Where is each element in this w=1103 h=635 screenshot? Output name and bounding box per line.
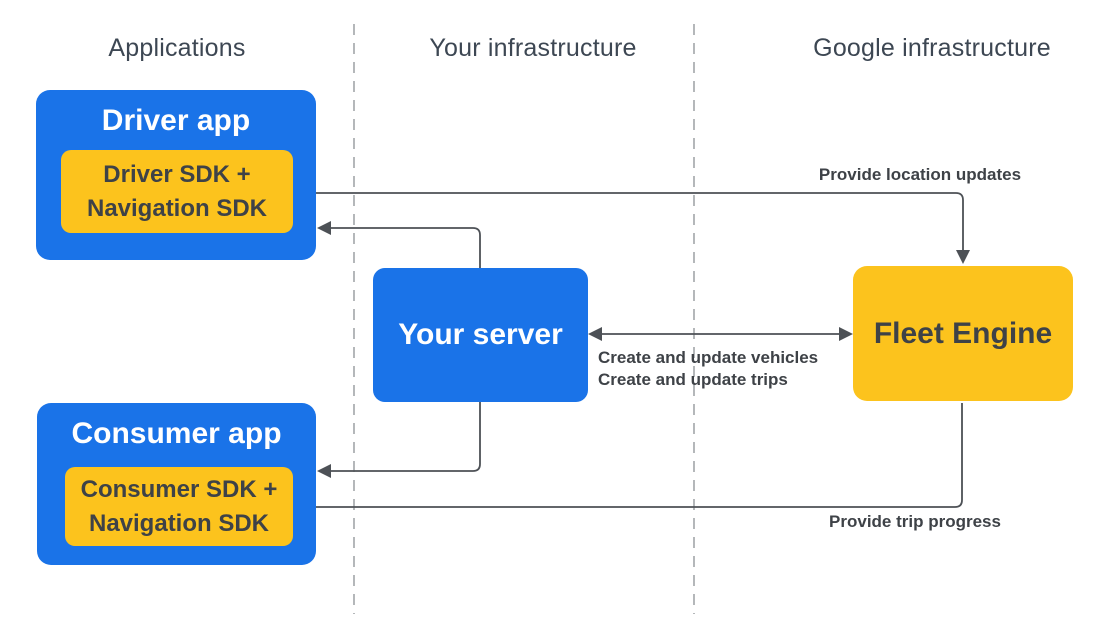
fleet-engine-title: Fleet Engine bbox=[873, 316, 1053, 350]
edge-driver-to-fleet-line bbox=[293, 192, 964, 251]
driver-sdk-label-line1: Driver SDK + bbox=[103, 160, 251, 188]
driver-app-title: Driver app bbox=[101, 104, 251, 137]
column-header-your-infrastructure: Your infrastructure bbox=[429, 34, 637, 62]
your-server-title: Your server bbox=[398, 318, 563, 351]
edge-label-provide-trip-progress: Provide trip progress bbox=[829, 512, 1001, 531]
column-header-applications: Applications bbox=[108, 34, 246, 62]
node-driver-app: Driver app Driver SDK + Navigation SDK bbox=[36, 90, 316, 260]
node-fleet-engine: Fleet Engine bbox=[853, 266, 1073, 401]
edge-server-to-driver-arrowhead bbox=[317, 221, 331, 235]
consumer-sdk-label-line1: Consumer SDK + bbox=[80, 475, 278, 503]
node-consumer-sdk: Consumer SDK + Navigation SDK bbox=[65, 467, 293, 546]
edge-server-fleet-arrowhead-left bbox=[588, 327, 602, 341]
driver-sdk-label-line2: Navigation SDK bbox=[86, 194, 268, 222]
column-header-google-infrastructure: Google infrastructure bbox=[813, 34, 1051, 62]
edge-server-fleet-arrowhead-right bbox=[839, 327, 853, 341]
edge-server-to-driver-line bbox=[331, 227, 481, 268]
edge-label-create-and-update: Create and update vehicles Create and up… bbox=[598, 347, 818, 391]
edge-label-provide-location-updates: Provide location updates bbox=[818, 165, 1022, 184]
node-driver-sdk: Driver SDK + Navigation SDK bbox=[61, 150, 293, 233]
node-your-server: Your server bbox=[373, 268, 588, 402]
edge-label-create-and-update-vehicles: Create and update vehicles bbox=[598, 348, 819, 367]
consumer-app-title: Consumer app bbox=[71, 417, 282, 450]
edge-label-create-and-update-trips: Create and update trips bbox=[598, 370, 788, 389]
node-consumer-app: Consumer app Consumer SDK + Navigation S… bbox=[37, 403, 316, 565]
edge-server-to-consumer-line bbox=[331, 402, 481, 472]
edge-fleet-to-consumer-line bbox=[308, 403, 963, 508]
consumer-sdk-label-line2: Navigation SDK bbox=[88, 509, 270, 537]
edge-server-to-consumer-arrowhead bbox=[317, 464, 331, 478]
edge-driver-to-fleet-arrowhead bbox=[956, 250, 970, 264]
